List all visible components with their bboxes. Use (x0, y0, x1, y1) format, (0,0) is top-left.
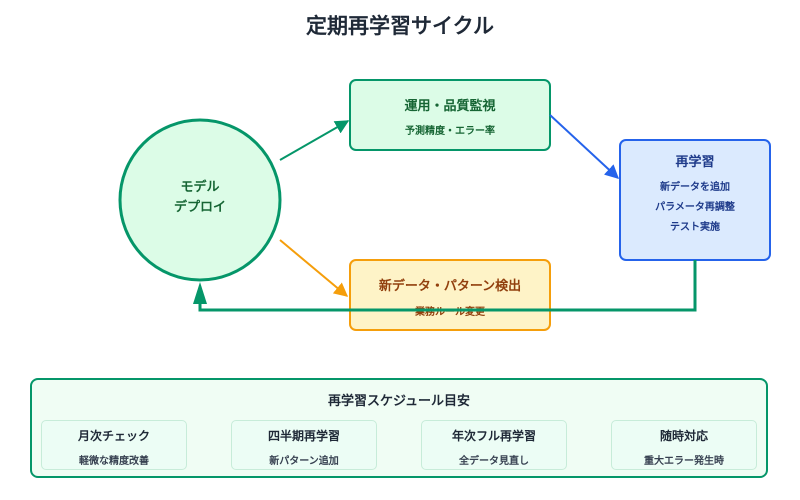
schedule-card-monthly: 月次チェック 軽微な精度改善 (41, 420, 187, 470)
schedule-title: 再学習スケジュール目安 (327, 394, 471, 409)
retrain-line2: パラメータ再調整 (655, 200, 735, 213)
node-pattern-detection: 新データ・パターン検出 業務ルール変更 (349, 259, 551, 331)
schedule-card-ad-hoc: 随時対応 重大エラー発生時 (611, 420, 757, 470)
schedule-card-yearly: 年次フル再学習 全データ見直し (421, 420, 567, 470)
deploy-label-line1: モデル (180, 179, 219, 195)
retrain-title: 再学習 (675, 154, 714, 170)
detect-title: 新データ・パターン検出 (379, 278, 521, 294)
schedule-card-title: 随時対応 (659, 429, 708, 443)
retraining-schedule-panel: 再学習スケジュール目安 月次チェック 軽微な精度改善 四半期再学習 新パターン追… (30, 378, 768, 478)
arrow-deploy-to-detect (279, 239, 349, 297)
diagram-title: 定期再学習サイクル (306, 14, 494, 38)
monitor-title: 運用・品質監視 (404, 98, 495, 114)
node-model-deploy: モデル デプロイ (118, 118, 282, 282)
schedule-card-title: 月次チェック (77, 429, 150, 443)
arrow-deploy-to-monitor (279, 120, 350, 161)
retrain-line1: 新データを追加 (660, 180, 730, 193)
schedule-card-subtitle: 軽微な精度改善 (79, 456, 149, 467)
schedule-card-subtitle: 新パターン追加 (269, 456, 339, 467)
schedule-card-subtitle: 重大エラー発生時 (644, 456, 724, 467)
retrain-line3: テスト実施 (670, 220, 720, 233)
node-monitoring: 運用・品質監視 予測精度・エラー率 (349, 79, 551, 151)
schedule-card-title: 年次フル再学習 (451, 429, 536, 443)
arrow-monitor-to-retrain (549, 114, 620, 179)
arrow-head-to-deploy (193, 282, 207, 304)
schedule-card-subtitle: 全データ見直し (459, 456, 529, 467)
node-retraining: 再学習 新データを追加 パラメータ再調整 テスト実施 (619, 139, 771, 261)
schedule-card-title: 四半期再学習 (267, 429, 340, 443)
deploy-label-line2: デプロイ (174, 199, 226, 215)
monitor-subtitle: 予測精度・エラー率 (405, 124, 495, 137)
schedule-card-quarterly: 四半期再学習 新パターン追加 (231, 420, 377, 470)
